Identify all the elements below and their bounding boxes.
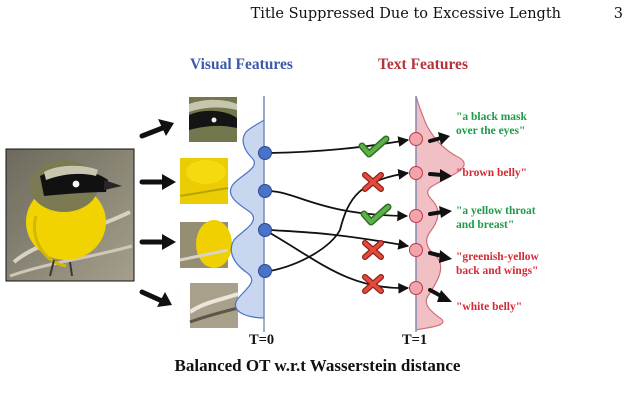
t0-label: T=0 (249, 332, 275, 348)
image-patches (179, 97, 239, 328)
text-nodes (409, 132, 423, 295)
bird-photo (5, 148, 135, 282)
input-arrows (139, 119, 176, 307)
text-feature-4: "white belly" (456, 301, 523, 313)
patch-belly (188, 283, 239, 328)
patch-throat (179, 158, 229, 204)
cross-icon (362, 172, 384, 192)
patch-head (189, 97, 237, 142)
visual-feature-distribution (229, 96, 265, 319)
figure-caption: Balanced OT w.r.t Wasserstein distance (174, 356, 461, 375)
text-feature-distribution (415, 95, 465, 331)
transport-arrows (269, 136, 410, 294)
check-icon (358, 135, 390, 158)
output-arrows (428, 132, 452, 302)
running-head-title: Title Suppressed Due to Excessive Length (250, 6, 561, 22)
cross-icon (362, 240, 384, 260)
page-number: 3 (613, 6, 623, 22)
t1-label: T=1 (402, 332, 428, 348)
text-features-heading: Text Features (378, 56, 468, 73)
cross-icon (362, 274, 384, 294)
text-feature-0: "a black mask over the eyes" (456, 111, 527, 137)
patch-breast (179, 220, 232, 268)
text-feature-3: "greenish-yellow back and wings" (456, 251, 539, 277)
visual-features-heading: Visual Features (190, 56, 293, 73)
running-head: Title Suppressed Due to Excessive Length… (0, 6, 635, 28)
check-icon (360, 203, 392, 226)
visual-nodes (258, 146, 272, 278)
text-feature-1: "brown belly" (456, 167, 528, 179)
text-feature-2: "a yellow throat and breast" (456, 205, 536, 231)
